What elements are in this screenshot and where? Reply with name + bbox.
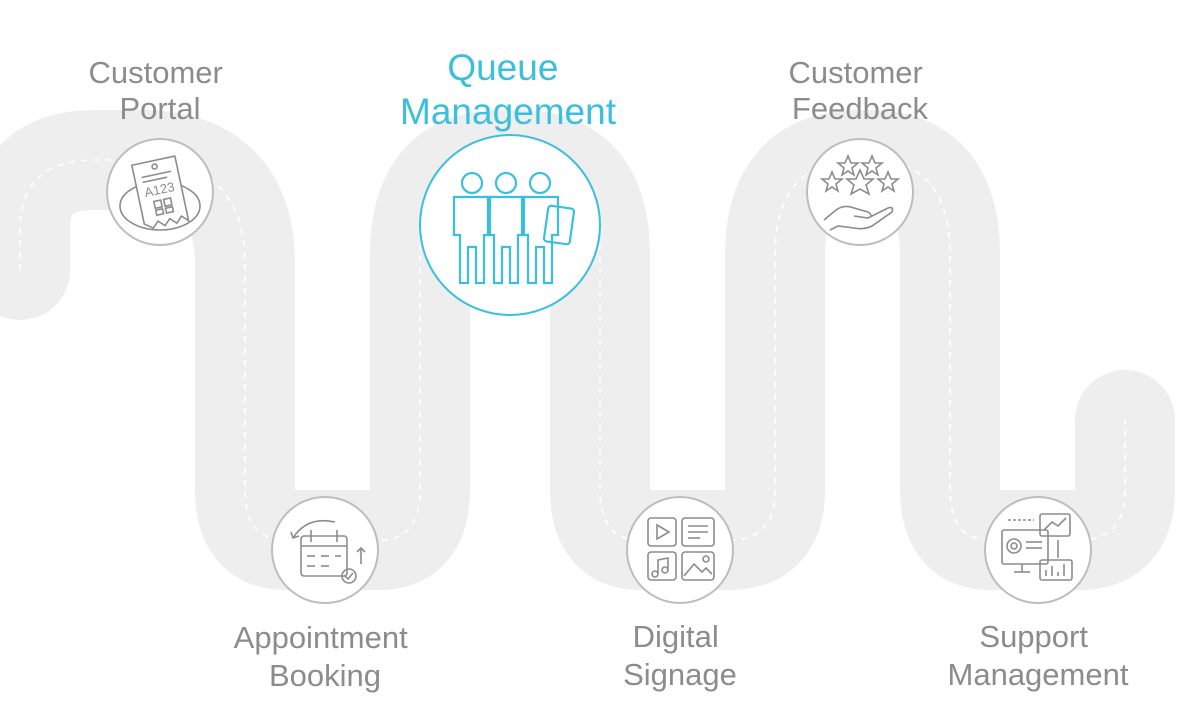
step-label: Support Management: [948, 619, 1129, 692]
step-label: Queue Management: [400, 47, 617, 132]
step-label: Digital Signage: [623, 619, 737, 692]
monitor-chart-icon: [1001, 513, 1073, 581]
ticket-number: A123: [143, 179, 176, 200]
node-circle: [271, 496, 379, 604]
step-support-management: Support Management: [948, 496, 1129, 692]
node-circle: [806, 138, 914, 246]
media-grid-icon: [647, 517, 715, 581]
step-digital-signage: Digital Signage: [623, 496, 737, 692]
node-circle: [984, 496, 1092, 604]
step-queue-management: Queue Management: [400, 47, 617, 316]
node-circle: [626, 496, 734, 604]
step-customer-portal: A123 Customer Portal: [89, 55, 232, 246]
calendar-icon: [290, 519, 366, 584]
node-circle: [419, 134, 601, 316]
step-label: Appointment Booking: [234, 620, 417, 693]
people-queue-icon: [452, 171, 576, 285]
ticket-icon: A123: [119, 155, 201, 231]
step-customer-feedback: Customer Feedback: [789, 55, 932, 246]
step-label: Customer Portal: [89, 55, 232, 126]
stars-hand-icon: [819, 153, 901, 231]
step-label: Customer Feedback: [789, 55, 932, 126]
step-appointment-booking: Appointment Booking: [234, 496, 417, 693]
